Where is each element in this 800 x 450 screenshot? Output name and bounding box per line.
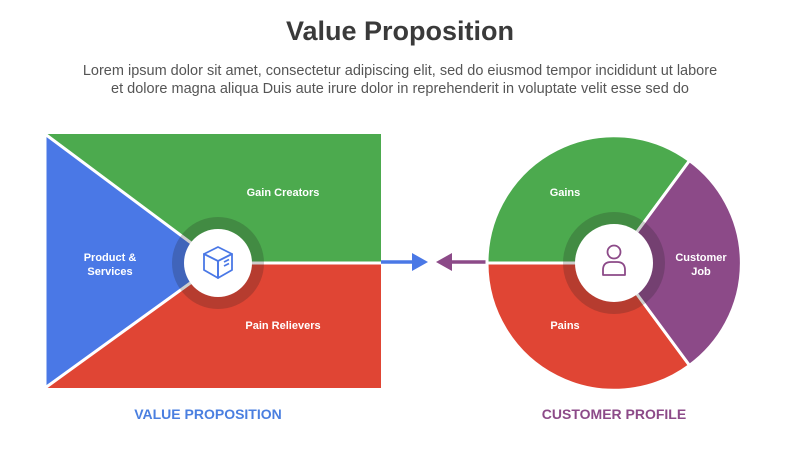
- page-title: Value Proposition: [285, 16, 515, 46]
- subtitle-line-1: Lorem ipsum dolor sit amet, consectetur …: [82, 63, 718, 79]
- customer-profile-footer-label: CUSTOMER PROFILE: [541, 406, 687, 422]
- fit-arrows: [381, 253, 487, 271]
- customer-job-section: [612, 159, 743, 367]
- page-subtitle: Lorem ipsum dolor sit amet, consectetur …: [20, 62, 780, 98]
- gains-label: Gains: [550, 187, 581, 199]
- products-services-label-line2: Services: [87, 266, 132, 278]
- pain-relievers-label: Pain Relievers: [245, 320, 320, 332]
- right-arrow-head: [412, 253, 428, 271]
- gains-section: [485, 134, 691, 265]
- subtitle-line-2: et dolore magna aliqua Duis aute irure d…: [111, 81, 689, 97]
- products-services-label-line1: Product &: [84, 252, 137, 264]
- person-icon: [602, 244, 626, 276]
- pains-section: [485, 261, 691, 392]
- customer-profile-hub: [575, 224, 653, 302]
- customer-job-label-line2: Job: [691, 266, 711, 278]
- value-proposition-footer-label: VALUE PROPOSITION: [134, 406, 282, 422]
- gain-creators-label: Gain Creators: [247, 187, 320, 199]
- customer-profile: Gains Pains Customer Job: [485, 134, 743, 392]
- box-icon: [203, 246, 233, 279]
- left-arrow-head: [436, 253, 452, 271]
- value-map: Gain Creators Pain Relievers Product & S…: [43, 132, 381, 390]
- customer-job-label-line1: Customer: [675, 252, 727, 264]
- pains-label: Pains: [550, 320, 579, 332]
- products-services-section: [43, 132, 220, 390]
